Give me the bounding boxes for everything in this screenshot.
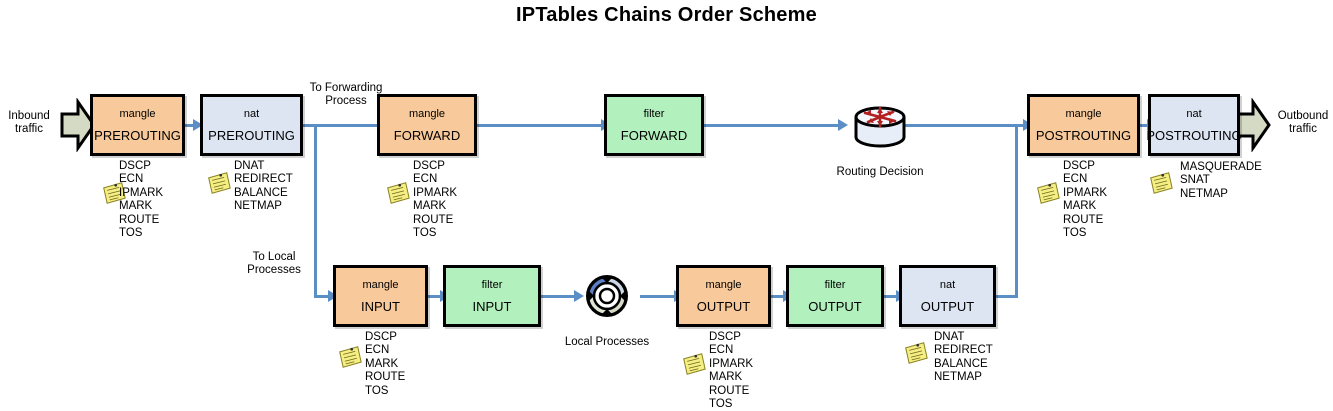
flow-line	[771, 295, 785, 298]
flow-line-branch	[314, 124, 317, 298]
branch-label-local: To Local Processes	[247, 251, 301, 276]
flow-line	[704, 124, 839, 127]
chain-box-nat-prerouting[interactable]: nat PREROUTING	[200, 94, 303, 156]
chain-box-nat-postrouting[interactable]: nat POSTROUTING	[1146, 94, 1242, 156]
box-chain-label: FORWARD	[620, 127, 688, 143]
routing-decision-label: Routing Decision	[836, 166, 924, 178]
box-table-label: filter	[643, 107, 665, 120]
flow-line	[428, 295, 442, 298]
routing-decision-icon	[854, 106, 906, 148]
sticky-note-icon	[1150, 172, 1173, 194]
box-table-label: nat	[243, 107, 260, 120]
note-list-nat-postrouting: MASQUERADE SNAT NETMAP	[1180, 161, 1262, 200]
box-table-label: mangle	[362, 278, 399, 291]
box-table-label: filter	[481, 278, 503, 291]
flow-arrowhead	[838, 119, 848, 131]
box-table-label: mangle	[408, 107, 446, 120]
inbound-traffic-label: Inbound traffic	[8, 110, 50, 135]
flow-line-merge	[1015, 124, 1018, 298]
sticky-note-icon	[339, 346, 362, 368]
chain-box-mangle-postrouting[interactable]: mangle POSTROUTING	[1027, 94, 1140, 156]
sticky-note-icon	[387, 182, 410, 204]
box-table-label: mangle	[1065, 107, 1102, 120]
flow-line	[905, 124, 1027, 127]
box-table-label: filter	[824, 278, 846, 291]
box-chain-label: INPUT	[472, 298, 512, 314]
box-chain-label: OUTPUT	[920, 298, 975, 314]
outbound-traffic-label: Outbound traffic	[1277, 110, 1329, 135]
box-chain-label: OUTPUT	[696, 298, 751, 314]
page-title: IPTables Chains Order Scheme	[516, 4, 817, 26]
flow-line	[477, 124, 602, 127]
sticky-note-icon	[683, 353, 706, 375]
sticky-note-icon	[103, 182, 126, 204]
flow-line	[185, 124, 193, 127]
box-chain-label: POSTROUTING	[1146, 127, 1242, 143]
box-chain-label: OUTPUT	[808, 298, 862, 314]
chain-box-nat-output[interactable]: nat OUTPUT	[899, 265, 996, 327]
box-chain-label: INPUT	[361, 298, 400, 314]
chain-box-mangle-output[interactable]: mangle OUTPUT	[676, 265, 771, 327]
note-list-mangle-postrouting: DSCP ECN IPMARK MARK ROUTE TOS	[1063, 160, 1108, 240]
flow-line	[541, 295, 576, 298]
note-list-mangle-input: DSCP ECN MARK ROUTE TOS	[365, 331, 406, 397]
sticky-note-icon	[1037, 182, 1060, 204]
box-table-label: nat	[939, 278, 956, 291]
note-list-nat-output: DNAT REDIRECT BALANCE NETMAP	[934, 331, 993, 384]
note-list-nat-prerouting: DNAT REDIRECT BALANCE NETMAP	[234, 160, 293, 213]
chain-box-mangle-prerouting[interactable]: mangle PREROUTING	[90, 94, 185, 156]
box-table-label: mangle	[119, 107, 156, 120]
flow-line	[884, 295, 898, 298]
box-table-label: nat	[1186, 107, 1202, 120]
inbound-block-arrow-icon	[60, 98, 96, 152]
note-list-mangle-output: DSCP ECN IPMARK MARK ROUTE TOS	[709, 331, 754, 411]
chain-box-filter-output[interactable]: filter OUTPUT	[786, 265, 884, 327]
sticky-note-icon	[208, 172, 231, 194]
flow-arrowhead	[574, 290, 584, 302]
flow-line	[314, 295, 330, 298]
local-processes-label: Local Processes	[564, 336, 650, 348]
flow-line-merge	[996, 295, 1018, 298]
flow-line	[1140, 124, 1148, 127]
box-chain-label: PREROUTING	[94, 127, 181, 143]
chain-box-mangle-forward[interactable]: mangle FORWARD	[377, 94, 477, 156]
branch-label-forwarding: To Forwarding Process	[309, 82, 383, 107]
chain-box-mangle-input[interactable]: mangle INPUT	[333, 265, 428, 327]
outbound-block-arrow-icon	[1235, 98, 1271, 152]
flow-line	[303, 124, 395, 127]
note-list-mangle-forward: DSCP ECN IPMARK MARK ROUTE TOS	[413, 160, 458, 240]
chain-box-filter-input[interactable]: filter INPUT	[443, 265, 541, 327]
flow-line	[640, 295, 676, 298]
box-chain-label: PREROUTING	[208, 127, 295, 143]
local-processes-icon	[586, 275, 628, 317]
chain-box-filter-forward[interactable]: filter FORWARD	[604, 94, 704, 156]
flow-arrowhead	[193, 119, 203, 131]
box-chain-label: POSTROUTING	[1035, 127, 1132, 143]
box-table-label: mangle	[705, 278, 742, 291]
note-list-mangle-prerouting: DSCP ECN IPMARK MARK ROUTE TOS	[119, 160, 164, 240]
sticky-note-icon	[905, 342, 928, 364]
box-chain-label: FORWARD	[393, 127, 461, 143]
